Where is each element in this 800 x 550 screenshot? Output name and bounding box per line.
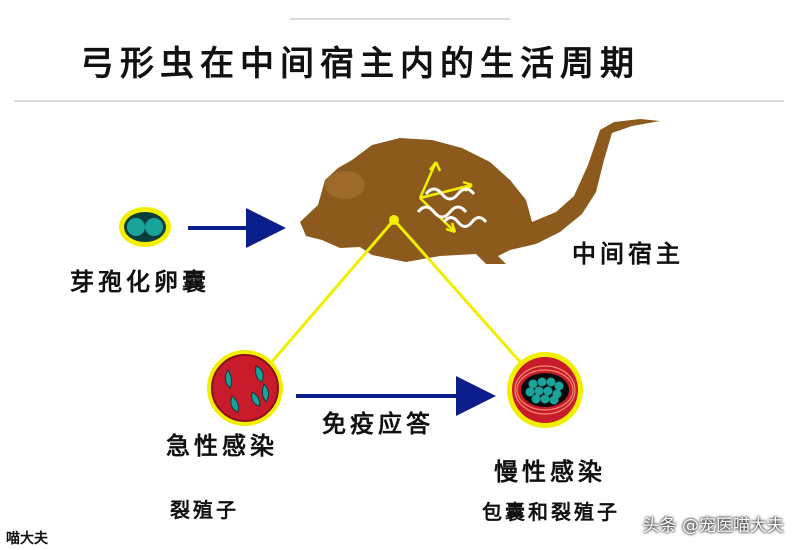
mouse-icon xyxy=(300,119,660,264)
cyst-merozoites-label: 包囊和裂殖子 xyxy=(482,500,620,524)
host-node xyxy=(389,215,399,225)
title-underline xyxy=(14,100,784,102)
chronic-infection-label: 慢性感染 xyxy=(494,457,606,486)
acute-infection-label: 急性感染 xyxy=(166,431,278,460)
oocyst-icon xyxy=(119,207,171,247)
top-rule xyxy=(290,18,510,20)
diagram-title: 弓形虫在中间宿主内的生活周期 xyxy=(80,44,640,84)
intermediate-host-label: 中间宿主 xyxy=(572,239,684,268)
transmission-lines xyxy=(256,219,540,383)
tachyzoites-label: 裂殖子 xyxy=(170,498,239,522)
author-label: 喵大夫 xyxy=(6,531,48,547)
chronic-infection-icon xyxy=(507,352,583,428)
oocyst-label: 芽孢化卵囊 xyxy=(70,267,210,296)
watermark-text: 头条 @宠医喵大夫 xyxy=(642,516,784,536)
acute-infection-icon xyxy=(207,350,283,426)
immune-response-label: 免疫应答 xyxy=(322,409,434,438)
parasite-squiggles xyxy=(416,187,488,228)
